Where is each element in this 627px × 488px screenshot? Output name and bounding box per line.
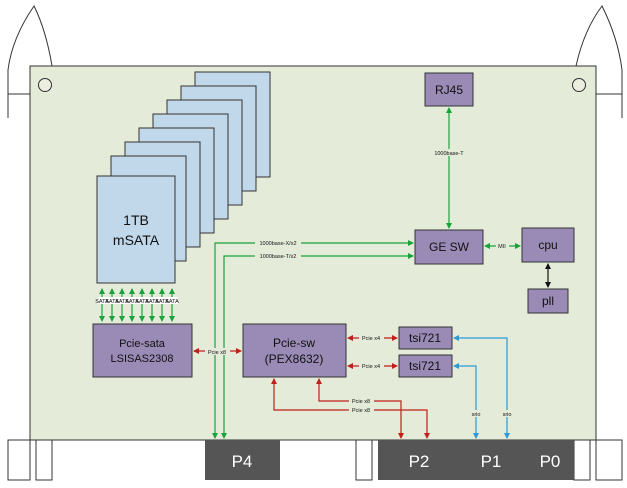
cpu-box bbox=[521, 227, 575, 263]
right-guide-rail bbox=[595, 439, 623, 481]
p2-latch bbox=[355, 439, 373, 481]
sata-label: SATA bbox=[115, 299, 129, 305]
pcie-sw-model: (PEX8632) bbox=[265, 352, 324, 366]
sata-label: SATA bbox=[105, 299, 119, 305]
cpu-label: cpu bbox=[538, 238, 557, 252]
sata-link-labels: SATA SATA SATA SATA SATA SATA SATA SATA bbox=[95, 297, 179, 305]
mounting-hole-left bbox=[38, 78, 52, 92]
p2-label: P2 bbox=[409, 452, 430, 471]
pcie-sata-box bbox=[92, 323, 193, 378]
msata-type: mSATA bbox=[113, 232, 160, 248]
pll-box bbox=[527, 288, 569, 314]
srio-link-b bbox=[453, 335, 510, 439]
msata-card-stack bbox=[96, 71, 271, 284]
pcie-sw-name: Pcie-sw bbox=[273, 336, 315, 350]
rj45-label: RJ45 bbox=[435, 83, 463, 97]
msata-capacity: 1TB bbox=[123, 212, 149, 228]
pcie-sata-model: LSISAS2308 bbox=[111, 353, 174, 365]
left-guide-rail bbox=[7, 439, 31, 481]
sata-label: SATA bbox=[155, 299, 169, 305]
pcie-sata-name: Pcie-sata bbox=[119, 338, 166, 350]
p4-connector bbox=[205, 440, 280, 480]
p0-label: P0 bbox=[540, 452, 561, 471]
p4-ge-label-t: 1000base-T/x2 bbox=[260, 254, 297, 260]
ge-sw-label: GE SW bbox=[429, 240, 470, 254]
ge-cpu-label: MII bbox=[498, 244, 506, 250]
sata-label: SATA bbox=[125, 299, 139, 305]
p1-label: P1 bbox=[481, 452, 502, 471]
p2-p1-p0-connector bbox=[378, 440, 574, 480]
right-latch bbox=[573, 439, 591, 481]
sata-label: SATA bbox=[145, 299, 159, 305]
sata-sw-label: Pcie x8 bbox=[208, 350, 226, 356]
left-latch bbox=[35, 439, 53, 481]
p4-ge-link-t bbox=[221, 253, 414, 439]
tsi721-bottom-label: tsi721 bbox=[409, 359, 441, 373]
sata-label: SATA bbox=[135, 299, 149, 305]
sw-tsi-top-label: Pcie x4 bbox=[362, 336, 380, 342]
sata-label: SATA bbox=[165, 299, 179, 305]
mounting-hole-right bbox=[572, 78, 586, 92]
ge-sw-box bbox=[414, 229, 484, 265]
pcie-sw-box bbox=[242, 323, 347, 378]
rj45-box bbox=[424, 72, 474, 107]
sw-tsi-bottom-label: Pcie x4 bbox=[362, 364, 380, 370]
p4-ge-label-x: 1000base-X/x2 bbox=[260, 241, 297, 247]
srio-label-b: srio bbox=[503, 412, 512, 418]
sata-links bbox=[99, 288, 175, 322]
sata-label: SATA bbox=[95, 299, 109, 305]
srio-label-a: srio bbox=[472, 412, 481, 418]
sw-p2-label-b: Pcie x8 bbox=[352, 408, 370, 414]
p4-ge-link-x bbox=[212, 240, 414, 439]
p4-label: P4 bbox=[232, 452, 253, 471]
pll-label: pll bbox=[542, 294, 554, 308]
rj45-ge-label: 1000base-T bbox=[434, 151, 464, 157]
tsi721-top-label: tsi721 bbox=[409, 331, 441, 345]
sw-p2-label-a: Pcie x8 bbox=[352, 399, 370, 405]
